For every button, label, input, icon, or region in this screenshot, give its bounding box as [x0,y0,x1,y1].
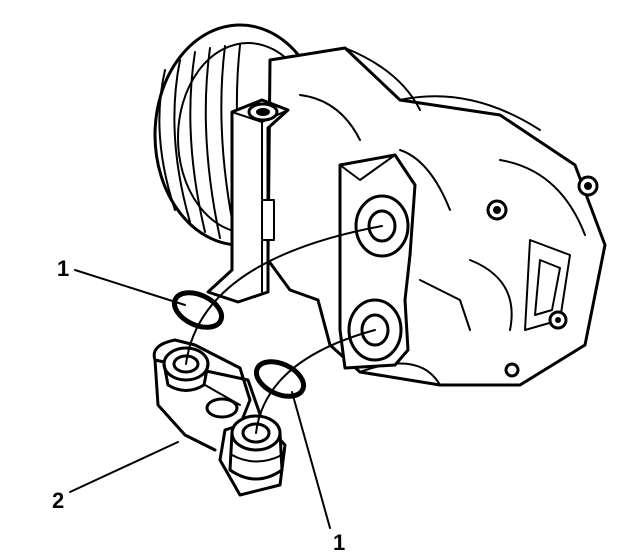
o-ring-upper [171,290,225,330]
leader-line-1-lower [291,391,331,529]
callout-1-upper: 1 [57,256,69,281]
mounting-bracket [206,98,290,304]
callout-2: 2 [52,488,64,513]
callout-1-lower: 1 [333,530,345,555]
alignment-line-lower [255,329,376,434]
o-ring-lower [253,359,307,399]
compressor-body [266,46,607,387]
alignment-line-upper [185,225,383,365]
leader-line-2 [69,441,179,493]
port-flange [338,153,417,370]
leader-line-1-upper [74,269,186,306]
